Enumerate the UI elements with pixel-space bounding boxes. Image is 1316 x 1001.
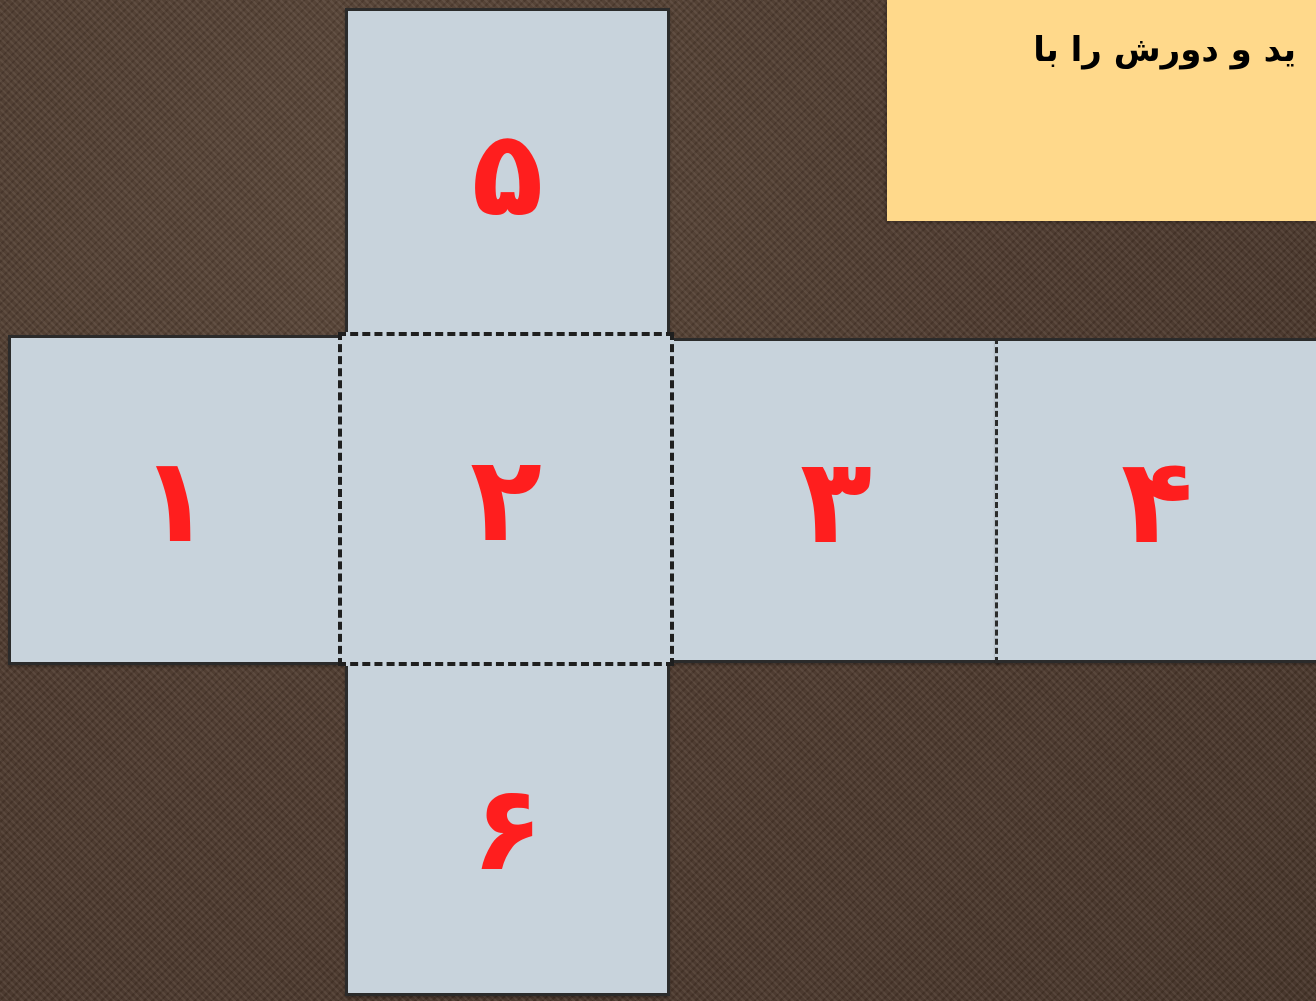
face-number-6: ۶ [348,769,667,887]
instruction-note: ید و دورش را با [887,0,1316,221]
cube-face-center: ۲ [338,332,674,666]
cube-face-right: ۳ [670,338,1002,663]
face-number-5: ۵ [348,114,667,232]
face-number-4: ۴ [998,442,1316,560]
face-number-1: ۱ [11,441,340,559]
cube-face-bottom: ۶ [345,660,670,996]
face-number-2: ۲ [342,440,670,558]
cube-face-left: ۱ [8,335,343,665]
face-number-3: ۳ [673,442,999,560]
cube-face-top: ۵ [345,8,670,338]
cube-face-far-right: ۴ [995,338,1316,663]
instruction-text: ید و دورش را با [887,30,1296,71]
